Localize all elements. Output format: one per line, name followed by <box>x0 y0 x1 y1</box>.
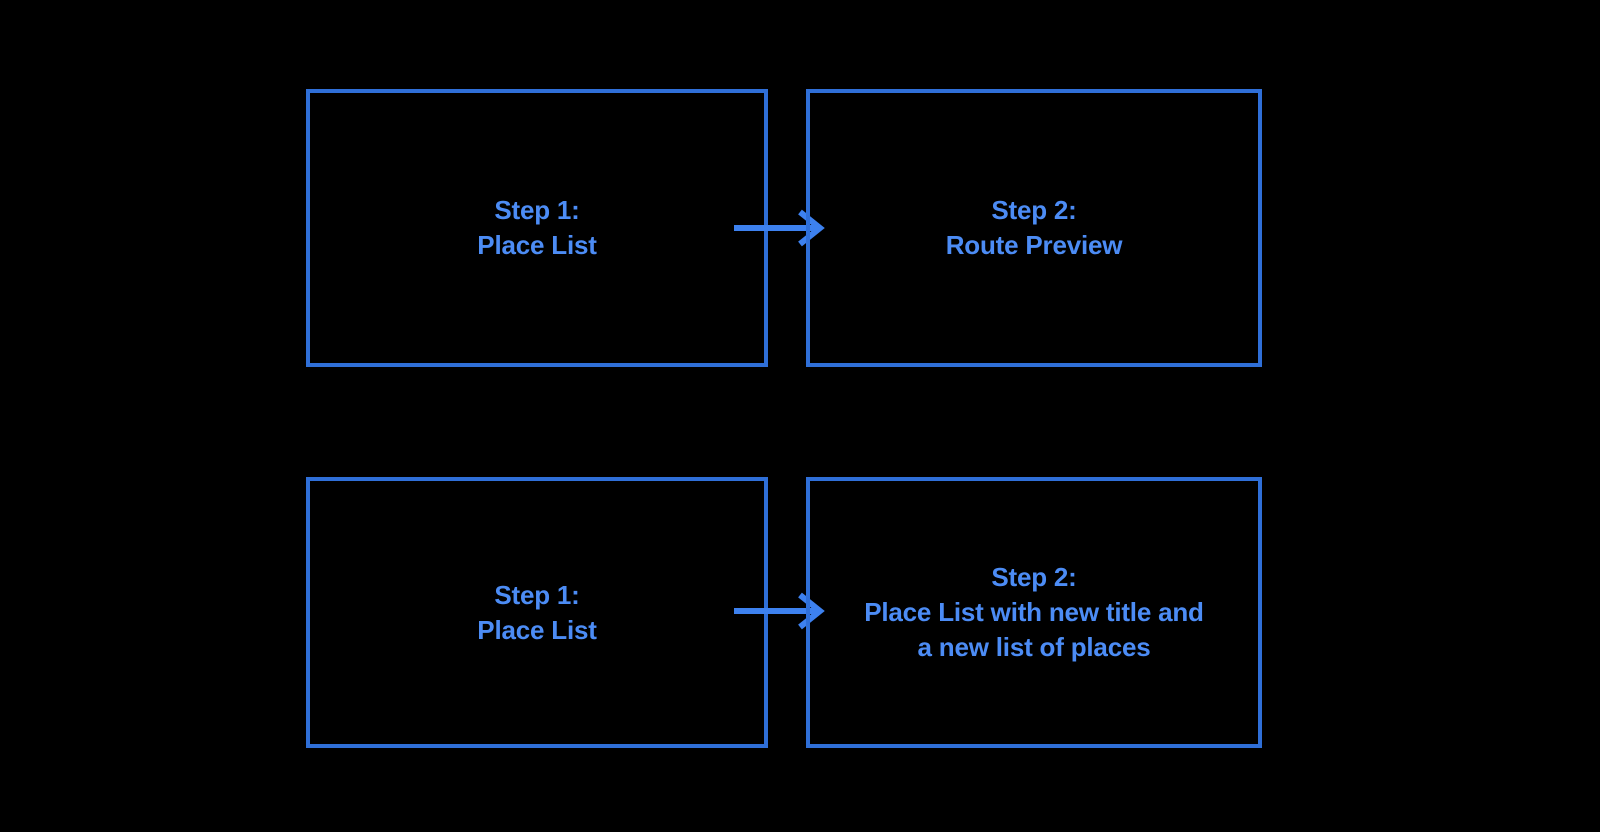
step-box-1-place-list-top[interactable]: Step 1: Place List <box>306 89 768 367</box>
step-box-label: Step 1: Place List <box>477 579 597 645</box>
step-box-1-place-list-bottom[interactable]: Step 1: Place List <box>306 477 768 748</box>
step-box-2-new-place-list[interactable]: Step 2: Place List with new title and a … <box>806 477 1262 748</box>
step-box-label: Step 1: Place List <box>477 195 597 260</box>
step-box-label: Step 2: Place List with new title and a … <box>864 562 1204 662</box>
step-box-2-route-preview[interactable]: Step 2: Route Preview <box>806 89 1262 367</box>
step-box-label: Step 2: Route Preview <box>945 195 1123 260</box>
